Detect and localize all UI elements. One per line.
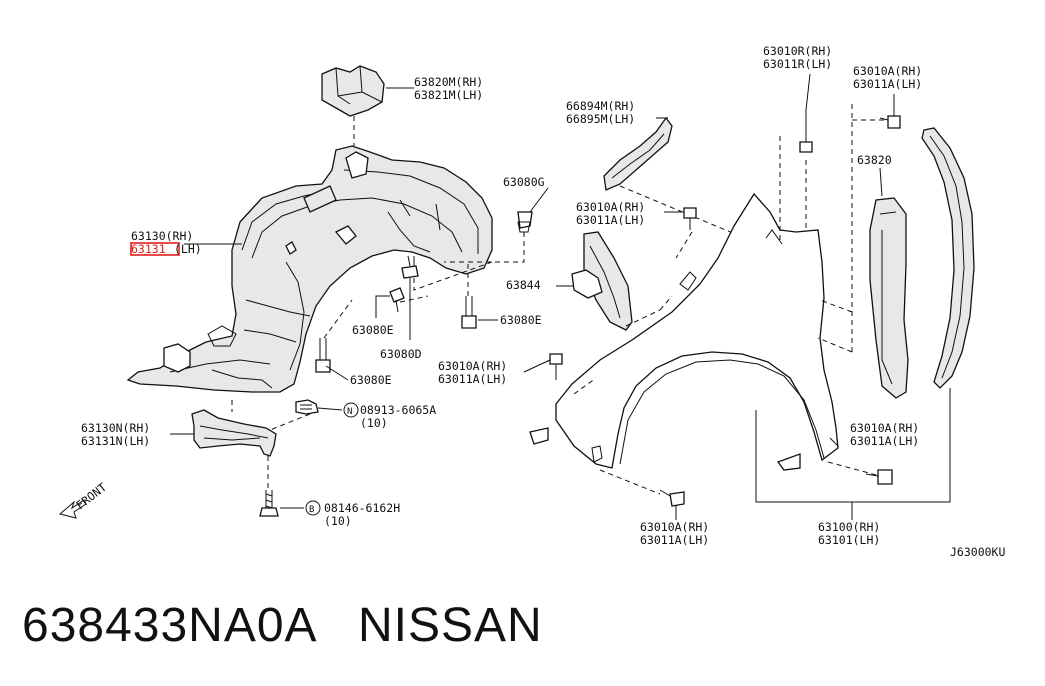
label-63010a-mid: 63010A(RH): [576, 200, 645, 214]
label-08913: 08913-6065A: [360, 403, 436, 417]
label-63080e-left: 63080E: [352, 323, 394, 337]
label-63080e-bottom: 63080E: [350, 373, 392, 387]
label-63820: 63820: [857, 153, 892, 167]
label-63010a-bot: 63010A(RH): [640, 520, 709, 534]
label-63010r: 63010R(RH): [763, 44, 832, 58]
label-63011a-bot: 63011A(LH): [640, 533, 709, 547]
label-63101: 63101(LH): [818, 533, 880, 547]
label-63844: 63844: [506, 278, 541, 292]
clip-08913: [295, 399, 319, 415]
footer-caption: 638433NA0A NISSAN: [22, 598, 543, 653]
label-63131n: 63131N(LH): [81, 434, 150, 448]
symbol-n: N: [347, 407, 352, 417]
label-63011a-right: 63011A(LH): [850, 434, 919, 448]
part-number: 638433NA0A: [22, 599, 315, 652]
diagram-code: J63000KU: [950, 545, 1005, 559]
label-66895m: 66895M(LH): [566, 112, 635, 126]
highlight-box: [130, 242, 180, 256]
label-08146: 08146-6162H: [324, 501, 400, 515]
label-63011a-low: 63011A(LH): [438, 372, 507, 386]
label-08913-qty: (10): [360, 416, 388, 430]
symbol-b: B: [309, 505, 314, 515]
seal-63844: [571, 231, 633, 331]
b-symbol-circle: [305, 500, 321, 516]
fender-63100: [529, 192, 839, 471]
molding-66894m: [603, 116, 741, 237]
label-63010a-low: 63010A(RH): [438, 359, 507, 373]
bracket-63130n: [191, 400, 277, 457]
label-63131-suffix: (LH): [174, 242, 202, 256]
label-63010a-top: 63010A(RH): [853, 64, 922, 78]
dashed-lines: [267, 104, 888, 495]
label-63011a-top: 63011A(LH): [853, 77, 922, 91]
label-63130: 63130(RH): [131, 229, 193, 243]
label-63080d: 63080D: [380, 347, 422, 361]
label-08146-qty: (10): [324, 514, 352, 528]
side-molding-right: [921, 127, 975, 389]
screw-08146: [259, 490, 279, 517]
bracket-63820m: [321, 65, 385, 150]
label-63131-highlighted: 63131: [131, 242, 166, 256]
fender-bolts: [549, 110, 901, 507]
front-arrow: [58, 499, 87, 519]
protector-63820: [869, 197, 909, 399]
label-front: FRONT: [73, 480, 109, 512]
label-63100: 63100(RH): [818, 520, 880, 534]
label-63080g: 63080G: [503, 175, 545, 189]
label-63820m: 63820M(RH): [414, 75, 483, 89]
brand-name: NISSAN: [357, 599, 543, 652]
n-symbol-circle: [343, 402, 359, 418]
label-63011a-mid: 63011A(LH): [576, 213, 645, 227]
fender-protector-63130: [126, 145, 493, 393]
label-63821m: 63821M(LH): [414, 88, 483, 102]
fasteners-liner: [315, 211, 533, 373]
label-63010a-right: 63010A(RH): [850, 421, 919, 435]
label-63011r: 63011R(LH): [763, 57, 832, 71]
leader-lines: [170, 73, 951, 520]
label-63130n: 63130N(RH): [81, 421, 150, 435]
label-66894m: 66894M(RH): [566, 99, 635, 113]
label-63080e-right: 63080E: [500, 313, 542, 327]
